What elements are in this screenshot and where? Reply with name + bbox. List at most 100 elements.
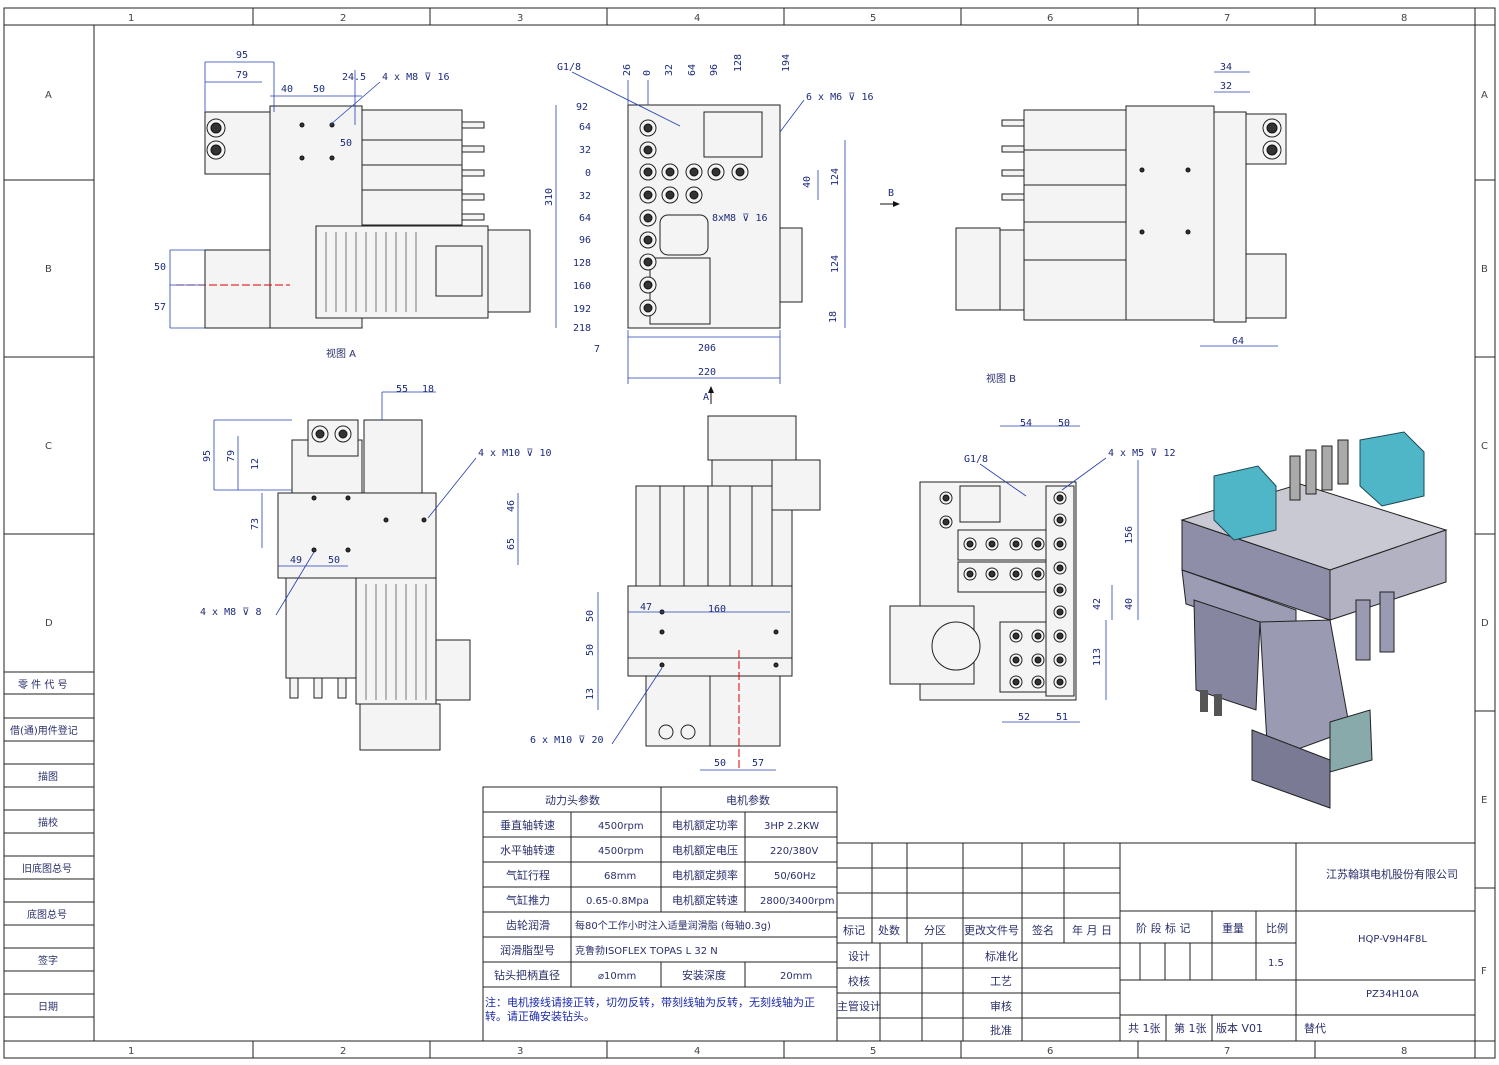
shank-label: 钻头把柄直径	[494, 968, 560, 982]
panel-old-no: 旧底图总号	[22, 862, 72, 875]
tc-spindle-group	[639, 119, 749, 317]
role-approve: 批准	[990, 1023, 1012, 1037]
panel-date: 日期	[38, 1001, 58, 1013]
company-name: 江苏翰琪电机股份有限公司	[1326, 867, 1458, 881]
spindle-hole-core	[1012, 656, 1020, 664]
dim-32-tr: 32	[1220, 81, 1232, 92]
sheet-number: 第 1张	[1174, 1021, 1207, 1035]
spindle-hole-core	[988, 540, 996, 548]
scale-value: 1.5	[1268, 958, 1284, 969]
panel-borrow: 借(通)用件登记	[10, 724, 78, 737]
param-r2-value2: 50/60Hz	[774, 871, 816, 882]
dim-113: 113	[1092, 648, 1103, 666]
spindle-hole-core	[942, 518, 950, 526]
col-2: 2	[340, 13, 346, 24]
dim-160-mc: 160	[708, 604, 726, 615]
lube-label: 齿轮润滑	[506, 918, 550, 932]
spindle-hole-core	[966, 570, 974, 578]
mr-grid	[957, 485, 1075, 697]
spindle-hole-core	[966, 540, 974, 548]
callout-tc-g18: G1/8	[557, 62, 581, 73]
top-center-drawing: G1/8 6 x M6 ⊽ 16 8xM8 ⊽ 16 310 40 124 12…	[544, 54, 900, 404]
mr-hole-pattern	[939, 491, 1067, 689]
depth-label: 安装深度	[682, 968, 726, 982]
dim-40: 40	[281, 84, 293, 95]
spindle-hole-core	[1056, 586, 1064, 594]
dim-64-l: 64	[579, 122, 591, 133]
outer-frame	[3, 7, 1496, 1059]
spindle-hole-core	[1034, 678, 1042, 686]
col-8-bottom: 8	[1401, 1046, 1407, 1057]
dim-64-top: 64	[687, 64, 698, 76]
sheet-total: 共 1张	[1128, 1022, 1161, 1035]
spindle-hole-core	[1034, 570, 1042, 578]
col-7: 7	[1224, 13, 1230, 24]
dim-18-ml: 18	[422, 384, 434, 395]
callout-mr-g18: G1/8	[964, 454, 988, 465]
spindle-hole-core	[1034, 632, 1042, 640]
dim-218-l: 218	[573, 323, 591, 334]
dim-95-ml: 95	[202, 450, 213, 462]
dim-26: 26	[622, 64, 633, 76]
dim-49: 49	[290, 555, 302, 566]
dim-96-top: 96	[709, 64, 720, 76]
spindle-hole-core	[643, 303, 653, 313]
panel-sign: 签字	[38, 954, 58, 967]
view-a-drawing: 95 79 40 50 24.5 50 50 57 4 x M8 ⊽ 16 视图…	[154, 50, 531, 360]
col-5-bottom: 5	[870, 1046, 876, 1057]
dim-40-tc: 40	[802, 176, 813, 188]
dim-0-l: 0	[585, 168, 591, 179]
dim-92: 92	[576, 102, 588, 113]
param-r1-label2: 电机额定电压	[672, 843, 738, 857]
dim-156: 156	[1124, 526, 1135, 544]
depth-value: 20mm	[780, 971, 812, 982]
spindle-hole-core	[643, 190, 653, 200]
row-b-right: B	[1481, 264, 1488, 275]
model-number: HQP-V9H4F8L	[1358, 934, 1427, 945]
panel-part-code: 零 件 代 号	[18, 679, 68, 691]
dim-24-5: 24.5	[342, 72, 366, 83]
dim-47: 47	[640, 602, 652, 613]
col-3: 3	[517, 13, 523, 24]
dim-51: 51	[1056, 712, 1068, 723]
dim-46: 46	[506, 500, 517, 512]
panel-check: 描校	[38, 816, 58, 829]
row-c-right: C	[1481, 441, 1488, 452]
dim-52: 52	[1018, 712, 1030, 723]
col-6: 6	[1047, 13, 1053, 24]
col-7-bottom: 7	[1224, 1046, 1230, 1057]
param-note-box: 注：电机接线请接正转，切勿反转，带刻线轴为反转，无刻线轴为正转。请正确安装钻头。	[485, 996, 815, 1023]
row-d: D	[45, 618, 53, 629]
dim-64-l2: 64	[579, 213, 591, 224]
dim-79-ml: 79	[226, 450, 237, 462]
record-panel: 零 件 代 号 借(通)用件登记 描图 描校 旧底图总号 底图总号 签字 日期	[4, 671, 94, 1018]
param-r1-value: 4500rpm	[598, 846, 644, 857]
col-8: 8	[1401, 13, 1407, 24]
dim-50-mr: 50	[1058, 418, 1070, 429]
callout-tc-8xm8: 8xM8 ⊽ 16	[712, 213, 767, 224]
dim-124b: 124	[830, 255, 841, 273]
drawing-number: PZ34H10A	[1366, 989, 1419, 1000]
hdr-change-doc: 更改文件号	[964, 923, 1019, 937]
dim-95: 95	[236, 50, 248, 61]
param-r2-label2: 电机额定频率	[672, 868, 738, 882]
spindle-hole-core	[1012, 570, 1020, 578]
dim-50: 50	[313, 84, 325, 95]
dim-18: 18	[828, 311, 839, 323]
lube-value: 每80个工作小时注入适量润滑脂 (每轴0.3g)	[575, 919, 771, 932]
label-view-a: 视图 A	[326, 347, 356, 360]
spindle-hole-core	[1056, 516, 1064, 524]
dim-50c: 50	[154, 262, 166, 273]
dim-0-top: 0	[642, 70, 653, 76]
row-f-right: F	[1481, 966, 1487, 977]
param-r0-value: 4500rpm	[598, 821, 644, 832]
callout-mc-m10: 6 x M10 ⊽ 20	[530, 735, 604, 746]
spindle-hole-core	[643, 167, 653, 177]
spindle-hole-core	[1056, 656, 1064, 664]
spindle-hole-core	[689, 167, 699, 177]
middle-right-drawing: 54 50 156 42 40 113 52 51 G1/8 4 x M5 ⊽ …	[889, 418, 1176, 723]
dim-32-top: 32	[664, 64, 675, 76]
zone-rows: A B C D A B C D E F	[4, 90, 1495, 977]
hdr-mark: 标记	[843, 923, 865, 937]
